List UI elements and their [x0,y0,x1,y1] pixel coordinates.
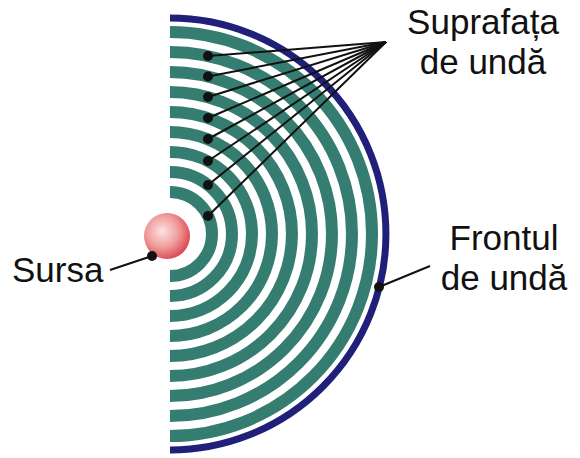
leader-dot [203,211,213,221]
leader-line [379,266,430,287]
leader-line [208,42,386,97]
leader-dots [147,51,384,292]
leader-line [208,42,386,77]
leader-dot [203,156,213,166]
leader-line [208,42,386,118]
leader-dot [203,92,213,102]
leader-line [208,42,386,139]
leader-line [208,42,386,216]
leader-line [208,42,386,185]
leader-dot [203,51,213,61]
wave-front [170,18,386,450]
front-label: Frontul de undă [434,218,574,298]
leader-dot [203,134,213,144]
leader-line [208,42,386,161]
leader-lines [110,42,430,287]
leader-dot [203,180,213,190]
leader-line [208,42,386,56]
leader-line [110,256,152,270]
leader-dot [203,113,213,123]
leader-dot [147,251,157,261]
wave-surfaces [170,32,372,436]
leader-dot [374,282,384,292]
wave-surface [170,32,372,436]
surface-label: Suprafața de undă [392,2,574,82]
source-label: Sursa [12,250,132,290]
leader-dot [203,72,213,82]
